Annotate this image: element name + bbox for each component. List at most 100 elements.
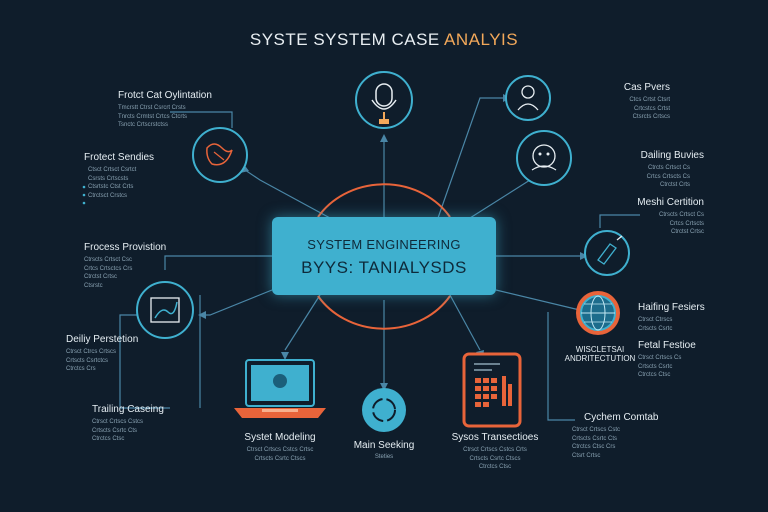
node-meshi-certition-title: Meshi Certition: [637, 197, 704, 208]
node-fetal-festioe-title: Fetal Festioe: [638, 340, 696, 351]
hub-arc-top: [317, 183, 451, 218]
arrowhead: [281, 352, 289, 360]
sub-line: Ctsrt Crtsc: [572, 452, 601, 459]
node-haifing-fesiers-sub: Ctrsct Ctrscs Crtscts Csrtc: [638, 316, 672, 333]
link-laptop: [284, 294, 321, 351]
sub-line: Crtcs Crtscts Cs: [646, 173, 690, 180]
node-process-provision-title: Frocess Provistion: [84, 242, 167, 253]
title-prefix: SYSTE SYSTEM CASE: [249, 30, 445, 49]
node-frotect-sendies-sub: Ctsct Crtsct Csrtct Csrsts Crtscsts Ctsr…: [88, 166, 136, 200]
sub-line: Crtscts Csrtc Cts: [92, 427, 137, 434]
hub-line2: BYYS: TANIALYSDS: [301, 258, 467, 277]
node-haifing-fesiers-title: Haifing Fesiers: [638, 302, 705, 313]
link-hand: [244, 169, 331, 219]
node-dailing-buvies-title: Dailing Buvies: [640, 150, 704, 161]
sub-line: Ctrcts Crtsct Cs: [648, 165, 690, 171]
sub-line: Ctrsct Crtscs Cstc: [572, 427, 620, 433]
link-face: [469, 179, 531, 219]
sub-line: Ctrscts Crtsct Cs: [659, 212, 704, 218]
sub-line: Ctrsct Crtscs Cstcs: [92, 419, 143, 425]
face-icon: [516, 130, 572, 186]
node-cychem-comtab-sub: Ctrsct Crtscs Cstc Crtscts Csrtc Cts Ctr…: [572, 426, 620, 460]
link-cost: [170, 111, 233, 128]
sub-line: Ctrctcs Ctsc: [478, 464, 512, 470]
sub-line: Crtscts Csrtc Ctscs: [254, 455, 306, 462]
node-cost-optimization-title: Frotct Cat Oylintation: [118, 90, 212, 101]
link-cychem: [547, 312, 575, 421]
sub-line: Crtcs Crtsctcs Crs: [84, 265, 133, 272]
sub-line: Ctrctcs Ctsc: [92, 436, 125, 442]
node-architecture-label: WISCLETSAI ANDRITECTUTION: [560, 345, 640, 363]
sub-line: Ctrctst Crtsc: [84, 274, 117, 280]
arrowhead: [380, 383, 388, 391]
link-tablet: [449, 294, 481, 351]
hub-node: SYSTEM ENGINEERING BYYS: TANIALYSDS: [272, 217, 496, 295]
sub-line: Crtscts Csrtctcs: [66, 357, 108, 364]
sub-line: Crtscts Csrtc: [638, 325, 673, 332]
sub-line: Crtscts Csrtc: [638, 363, 673, 370]
sub-line: Ctrsct Ctrscs: [638, 317, 673, 323]
pen-tool-icon: [584, 230, 630, 276]
sub-line: Csrsts Crtscsts: [88, 175, 129, 182]
node-cost-optimization-sub: Tmcrstt Ctrst Csrcrt Crsts Tnrcts Crmtst…: [118, 104, 187, 130]
globe-icon: [576, 291, 620, 335]
link-globe: [495, 289, 589, 313]
sub-line: Crtscts Csrtc Cts: [572, 435, 617, 442]
sub-line: Ctrsct Ctrcs Crtscs: [66, 349, 116, 355]
sub-line: Ctrsct Crtscs Cs: [638, 355, 682, 361]
sub-line: Crtcstcs Crtst: [634, 105, 670, 112]
node-process-provision-sub: Ctrscts Crtsct Csc Crtcs Crtsctcs Crs Ct…: [84, 256, 132, 290]
sub-line: Ctrctcs Ctsc Crs: [572, 444, 616, 450]
node-meshi-certition-sub: Ctrscts Crtsct Cs Crtcs Crtscts Ctrctst …: [600, 211, 704, 237]
sub-line: Ctrsct Crtscs Cstcs Crts: [463, 447, 527, 453]
node-trailing-cassing-sub: Ctrsct Crtscs Cstcs Crtscts Csrtc Cts Ct…: [92, 418, 143, 444]
link-tool: [200, 289, 273, 316]
sub-line: Ctsrtstc Ctst Crts: [88, 184, 134, 190]
tablet-chart-icon: [462, 352, 522, 428]
node-dailing-buvies-sub: Ctrcts Crtsct Cs Crtcs Crtscts Cs Ctrcts…: [580, 164, 690, 190]
link-person: [437, 97, 505, 219]
tool-icon: [136, 281, 194, 339]
sub-line: Ctrsct Crtscs Cstcs Crtsc: [246, 447, 314, 453]
arrowhead: [380, 134, 388, 142]
sub-line: Tnrcts Crmtst Crtcs Ctcrts: [118, 113, 187, 120]
node-deliy-perstetion-sub: Ctrsct Ctrcs Crtscs Crtscts Csrtctcs Ctr…: [66, 348, 116, 374]
node-trailing-cassing-title: Trailing Caseing: [92, 404, 164, 415]
hub-arc-bottom: [317, 295, 451, 330]
node-main-seeking-title: Main Seeking: [353, 440, 415, 451]
sub-line: Ctcs Crtst Ctsrt: [629, 97, 670, 103]
sub-line: Ctrscts Crtsct Csc: [84, 257, 132, 263]
architecture-line1: WISCLETSAI: [575, 345, 625, 354]
person-icon: [505, 75, 551, 121]
laptop-icon: [234, 359, 326, 418]
sub-line: Tmcrstt Ctrst Csrcrt Crsts: [118, 105, 186, 111]
sub-line: Ctsrcts Crtscs: [632, 114, 670, 120]
node-system-modeling-sub: Ctrsct Crtscs Cstcs Crtsc Crtscts Csrtc …: [220, 446, 340, 463]
sub-line: Crtscts Csrtc Ctscs: [469, 455, 521, 462]
sub-line: Steties: [374, 454, 394, 460]
sub-line: Ctrctst Crtsc: [671, 229, 704, 235]
node-sysos-transectioes-title: Sysos Transectioes: [451, 432, 539, 443]
hub-line1: SYSTEM ENGINEERING: [307, 237, 461, 252]
sub-line: Crtcs Crtscts: [669, 220, 704, 227]
sub-line: Ctrctcs Crs: [66, 366, 96, 372]
sub-line: Ctsrstc: [84, 282, 103, 289]
node-cas-pvers-sub: Ctcs Crtst Ctsrt Crtcstcs Crtst Ctsrcts …: [560, 96, 670, 122]
node-fetal-festioe-sub: Ctrsct Crtscs Cs Crtscts Csrtc Ctrctcs C…: [638, 354, 681, 380]
node-main-seeking-sub: Steties: [334, 453, 434, 462]
sub-line: Tsnctc Crtscrstctss: [118, 122, 169, 128]
node-sysos-transectioes-sub: Ctrsct Crtscs Cstcs Crts Crtscts Csrtc C…: [436, 446, 554, 472]
node-cychem-comtab-title: Cychem Comtab: [584, 412, 659, 423]
link-provision: [164, 255, 272, 270]
architecture-line2: ANDRITECTUTION: [564, 354, 636, 363]
hand-icon: [192, 127, 248, 183]
node-deliy-perstetion-title: Deiliy Perstetion: [66, 334, 139, 345]
sub-line: Ctrctsct Crstcs: [88, 192, 127, 199]
sub-line: Ctrctcs Ctsc: [638, 372, 671, 378]
microphone-icon: [355, 71, 413, 129]
sub-line: Ctsct Crtsct Csrtct: [88, 167, 137, 173]
page-title: SYSTE SYSTEM CASE ANALYIS: [0, 30, 768, 50]
arrowhead: [198, 311, 206, 319]
title-accent: ANALYIS: [444, 30, 519, 49]
